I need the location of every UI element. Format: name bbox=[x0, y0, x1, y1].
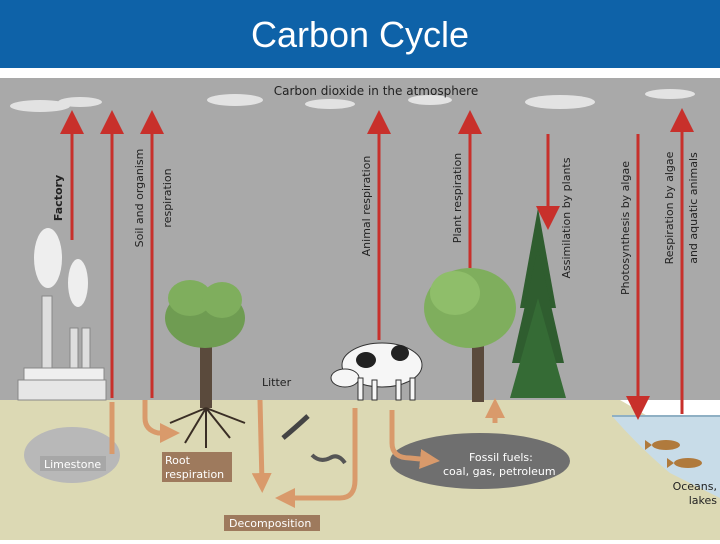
cloud-icon bbox=[10, 89, 695, 112]
decomposition-label-box bbox=[224, 515, 320, 531]
fossil-fuel-deposit bbox=[390, 433, 570, 489]
decomposition-label: Decomposition bbox=[229, 517, 311, 530]
limestone-label: Limestone bbox=[44, 458, 101, 471]
millipede-icon bbox=[281, 414, 310, 440]
root-respiration-arrow bbox=[142, 400, 180, 443]
worm-icon bbox=[310, 453, 347, 465]
limestone-label-box bbox=[40, 456, 106, 471]
assimilation-label: Assimilation by plants bbox=[560, 157, 573, 278]
carbon-cycle-diagram: Carbon dioxide in the atmosphere Factory… bbox=[0, 78, 720, 540]
pine-tree-icon bbox=[510, 208, 566, 398]
slide-title: Carbon Cycle bbox=[250, 14, 470, 55]
soil-respiration-label: Soil and organism bbox=[133, 149, 146, 248]
decomposition-loop-arrow bbox=[275, 408, 358, 508]
fossil-fuels-label-2: coal, gas, petroleum bbox=[443, 465, 556, 478]
fossil-fuel-formation-arrow bbox=[389, 410, 440, 469]
litter-label: Litter bbox=[262, 376, 292, 389]
limestone-deposit bbox=[24, 427, 120, 483]
oceans-label-2: lakes bbox=[689, 494, 718, 507]
animal-respiration-label: Animal respiration bbox=[360, 156, 373, 257]
plant-respiration-label: Plant respiration bbox=[451, 153, 464, 243]
factory-icon bbox=[17, 228, 107, 401]
factory-label: Factory bbox=[52, 175, 65, 221]
root-respiration-label-2: respiration bbox=[165, 468, 224, 481]
root-respiration-label-box bbox=[162, 452, 232, 482]
respiration-algae-label: Respiration by algae bbox=[663, 151, 676, 264]
ocean-water bbox=[612, 416, 720, 498]
fish-icon bbox=[645, 440, 702, 468]
tree-icon bbox=[424, 268, 516, 402]
atmosphere-label: Carbon dioxide in the atmosphere bbox=[274, 84, 478, 98]
decomposition-arrow bbox=[251, 399, 272, 493]
soil-respiration-label-2: respiration bbox=[161, 168, 174, 227]
title-bar: Carbon Cycle bbox=[0, 0, 720, 68]
soil-ground bbox=[0, 400, 720, 540]
tree-icon bbox=[165, 280, 246, 448]
oceans-label: Oceans, bbox=[673, 480, 717, 493]
cow-icon bbox=[330, 342, 423, 401]
photosynthesis-algae-label: Photosynthesis by algae bbox=[619, 161, 632, 295]
fossil-fuels-label: Fossil fuels: bbox=[469, 451, 533, 464]
title-rule bbox=[0, 68, 720, 144]
respiration-algae-label-2: and aquatic animals bbox=[687, 152, 700, 264]
root-respiration-label: Root bbox=[165, 454, 191, 467]
